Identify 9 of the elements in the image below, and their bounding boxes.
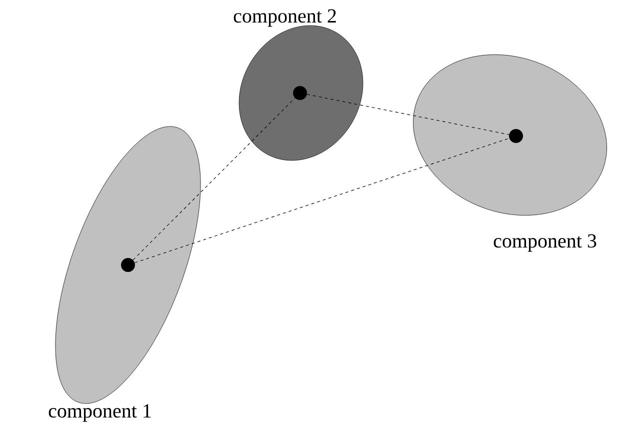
center-dot <box>293 86 307 100</box>
dashed-line <box>306 94 510 135</box>
component-label: component 3 <box>494 234 596 252</box>
dashed-line <box>132 98 296 260</box>
dashed-line <box>134 138 510 264</box>
center-dot <box>509 129 523 143</box>
component-label: component 2 <box>234 9 336 27</box>
center-dot <box>121 258 135 272</box>
component-label: component 1 <box>48 404 151 422</box>
